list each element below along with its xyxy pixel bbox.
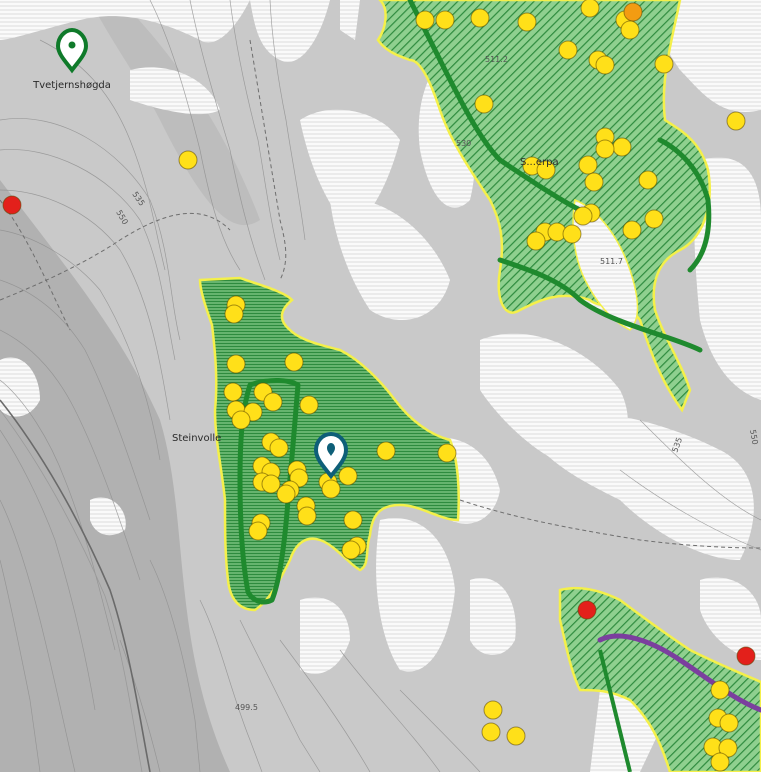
observation-point[interactable] [224,304,244,324]
observation-point[interactable] [719,713,739,733]
observation-point[interactable] [223,382,243,402]
terrain-shade-west [0,180,230,772]
observation-point[interactable] [338,466,358,486]
observation-point[interactable] [415,10,435,30]
observation-point[interactable] [248,521,268,541]
observation-point[interactable] [710,752,730,772]
elevation-530: 530 [456,139,471,148]
observation-point[interactable] [584,172,604,192]
observation-point-red[interactable] [736,646,756,666]
route-green-southeast [598,649,632,772]
observation-point[interactable] [726,111,746,131]
observation-point[interactable] [321,479,341,499]
observation-point[interactable] [474,94,494,114]
observation-point[interactable] [470,8,490,28]
map-pin-icon[interactable] [313,431,349,480]
observation-point[interactable] [299,395,319,415]
observation-point[interactable] [483,700,503,720]
observation-point[interactable] [580,0,600,18]
observation-point[interactable] [231,410,251,430]
terrain-shade-north [90,0,260,226]
observation-point[interactable] [437,443,457,463]
observation-point[interactable] [178,150,198,170]
elevation-511-7: 511.7 [600,257,623,266]
observation-point[interactable] [506,726,526,746]
observation-point[interactable] [654,54,674,74]
observation-point[interactable] [558,40,578,60]
observation-point[interactable] [481,722,501,742]
observation-point[interactable] [341,540,361,560]
observation-point[interactable] [261,474,281,494]
route-purple [597,633,761,713]
observation-point[interactable] [297,506,317,526]
observation-point[interactable] [622,220,642,240]
observation-point[interactable] [595,55,615,75]
observation-point[interactable] [595,139,615,159]
observation-point-orange[interactable] [623,2,643,22]
place-label-steinvolle: Steinvolle [172,433,221,444]
place-label-northeast: S...erpa [520,157,559,168]
observation-point-red[interactable] [577,600,597,620]
observation-point[interactable] [284,352,304,372]
observation-point[interactable] [578,155,598,175]
observation-point[interactable] [710,680,730,700]
observation-point[interactable] [269,438,289,458]
observation-point[interactable] [612,137,632,157]
observation-point[interactable] [526,231,546,251]
observation-point[interactable] [226,354,246,374]
observation-point[interactable] [638,170,658,190]
elevation-511-2: 511.2 [485,55,508,64]
observation-point[interactable] [620,20,640,40]
observation-point[interactable] [517,12,537,32]
map-pin-icon[interactable] [55,27,89,74]
observation-point[interactable] [435,10,455,30]
elevation-499-5: 499.5 [235,703,258,712]
observation-point[interactable] [376,441,396,461]
protected-area-southeast[interactable] [558,586,761,772]
observation-point[interactable] [263,392,283,412]
observation-point[interactable] [644,209,664,229]
routes-green [237,0,712,605]
observation-point[interactable] [536,160,556,180]
observation-point[interactable] [562,224,582,244]
observation-point[interactable] [343,510,363,530]
elevation-550-b: 550 [748,429,760,446]
observation-point-red[interactable] [2,195,22,215]
place-label-tvetjernshogda: Tvetjernshøgda [32,80,111,91]
protected-area-northeast-cutout [572,198,639,331]
observation-point[interactable] [276,484,296,504]
observation-point[interactable] [573,206,593,226]
